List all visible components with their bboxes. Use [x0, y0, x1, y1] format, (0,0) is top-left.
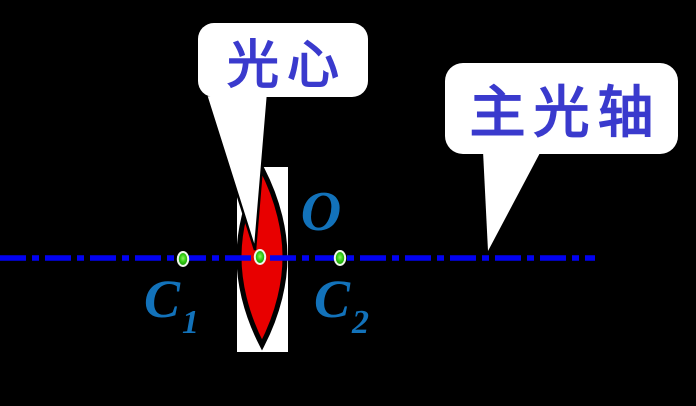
- label-center-of-curvature-1: C1: [144, 269, 200, 341]
- label-c2-subscript: 2: [352, 304, 370, 341]
- point-dot-c2: [333, 250, 347, 266]
- principal-axis-callout-tail: [483, 151, 541, 251]
- label-optical-center-O: O: [300, 181, 342, 243]
- label-center-of-curvature-2: C2: [314, 269, 370, 341]
- optical-center-callout: 光心: [198, 23, 368, 97]
- principal-axis-callout: 主光轴: [445, 63, 678, 154]
- point-dot-optical-center: [253, 249, 267, 265]
- optical-center-callout-label: 光心: [226, 37, 347, 95]
- point-dot-c1: [176, 251, 190, 267]
- label-c1-subscript: 1: [182, 304, 200, 341]
- principal-axis-callout-label: 主光轴: [469, 83, 662, 145]
